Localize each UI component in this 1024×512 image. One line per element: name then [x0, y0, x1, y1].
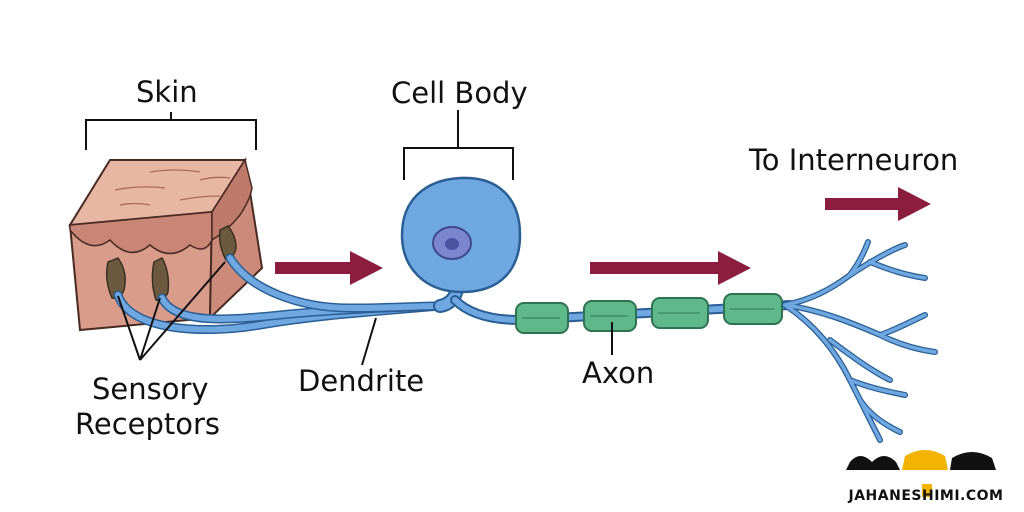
cell-body-bracket [403, 110, 514, 180]
site-logo: JAHANESHIMI.COM [836, 448, 1016, 504]
arrow-to-interneuron [825, 187, 931, 221]
pointer-lines [117, 261, 613, 366]
logo-url-text: JAHANESHIMI.COM [848, 488, 1004, 504]
axon-label: Axon [582, 356, 655, 390]
arrow-along-axon [590, 251, 751, 285]
arrow-skin-to-cell [275, 251, 383, 285]
myelin-sheaths [515, 293, 783, 334]
to-interneuron-label: To Interneuron [749, 143, 959, 177]
axon-terminals [782, 239, 938, 443]
sensory-receptors-label-line1: Sensory [92, 372, 209, 406]
skin-label: Skin [136, 75, 198, 109]
sensory-receptors-label-line2: Receptors [75, 407, 221, 441]
logo-mark [846, 450, 996, 497]
cell-body-label: Cell Body [391, 76, 528, 110]
dendrite-label: Dendrite [298, 364, 425, 398]
cell-body [400, 176, 522, 294]
skin-bracket [85, 112, 257, 150]
